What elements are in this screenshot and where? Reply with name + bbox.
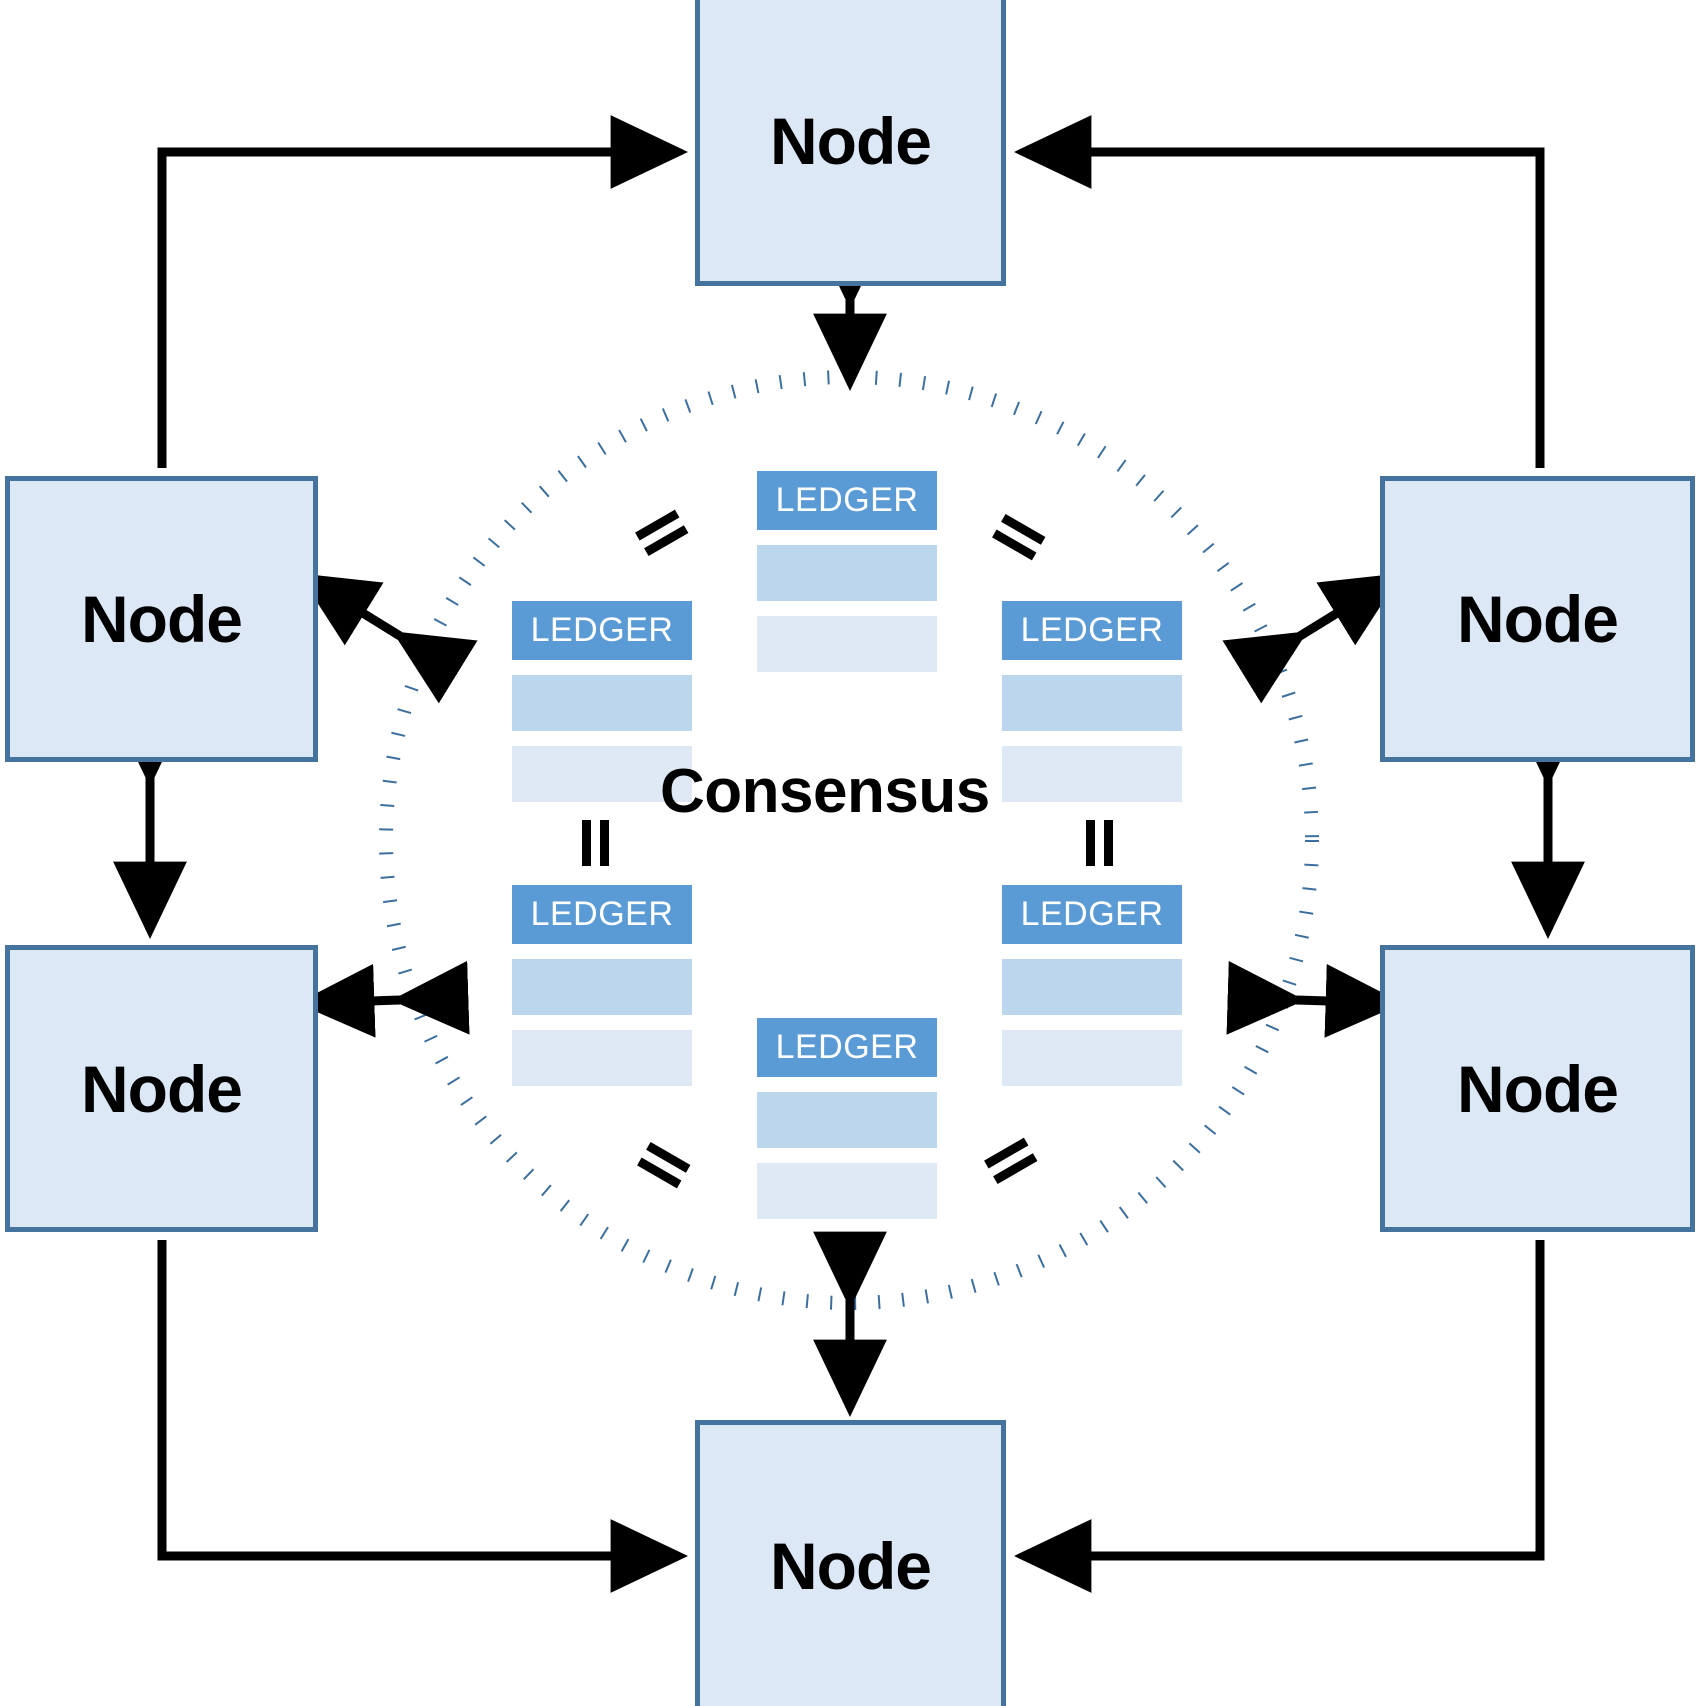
ledger-row-light bbox=[512, 746, 692, 802]
ledger-row-light bbox=[1002, 746, 1182, 802]
arrow-leftlower-node-to-consensus bbox=[297, 960, 470, 1038]
node-box-right-lower[interactable]: Node bbox=[1380, 945, 1695, 1232]
ledger-header-label: LEDGER bbox=[757, 1018, 937, 1077]
equals-mark-middle-right bbox=[1082, 820, 1122, 866]
ledger-header-label: LEDGER bbox=[512, 601, 692, 660]
equals-mark-bottom-right bbox=[982, 1134, 1042, 1192]
ledger-card-lower-right[interactable]: LEDGER bbox=[1002, 885, 1182, 1086]
ledger-row-light bbox=[512, 1030, 692, 1086]
node-label: Node bbox=[81, 1051, 243, 1126]
ledger-header-label: LEDGER bbox=[757, 471, 937, 530]
node-box-left-lower[interactable]: Node bbox=[5, 945, 318, 1232]
ledger-row-dark bbox=[512, 959, 692, 1015]
ledger-row-dark bbox=[757, 545, 937, 601]
ledger-row-dark bbox=[1002, 959, 1182, 1015]
ledger-header-label: LEDGER bbox=[1002, 885, 1182, 944]
ledger-card-top[interactable]: LEDGER bbox=[757, 471, 937, 672]
node-label: Node bbox=[81, 582, 243, 656]
node-label: Node bbox=[770, 1528, 932, 1603]
ledger-row-dark bbox=[512, 675, 692, 731]
ledger-row-light bbox=[757, 616, 937, 672]
ledger-card-upper-left[interactable]: LEDGER bbox=[512, 601, 692, 802]
ledger-row-light bbox=[757, 1163, 937, 1219]
node-box-right-upper[interactable]: Node bbox=[1380, 476, 1695, 762]
ledger-header-label: LEDGER bbox=[512, 885, 692, 944]
node-label: Node bbox=[770, 103, 932, 178]
arrow-leftupper-to-top bbox=[157, 115, 689, 468]
arrow-rightlower-to-bottom bbox=[1013, 1240, 1545, 1593]
equals-mark-top-right bbox=[990, 506, 1050, 564]
equals-mark-middle-left bbox=[578, 820, 618, 866]
node-label: Node bbox=[1457, 582, 1619, 656]
ledger-card-lower-left[interactable]: LEDGER bbox=[512, 885, 692, 1086]
ledger-row-light bbox=[1002, 1030, 1182, 1086]
equals-mark-top-left bbox=[633, 506, 693, 564]
node-box-top[interactable]: Node bbox=[695, 0, 1006, 286]
ledger-header-label: LEDGER bbox=[1002, 601, 1182, 660]
arrow-leftlower-to-bottom bbox=[157, 1240, 689, 1593]
ledger-card-upper-right[interactable]: LEDGER bbox=[1002, 601, 1182, 802]
ledger-row-dark bbox=[757, 1092, 937, 1148]
ledger-card-bottom[interactable]: LEDGER bbox=[757, 1018, 937, 1219]
consensus-label: Consensus bbox=[660, 757, 990, 826]
arrow-leftupper-node-to-consensus bbox=[298, 573, 478, 704]
ledger-row-dark bbox=[1002, 675, 1182, 731]
node-box-left-upper[interactable]: Node bbox=[5, 476, 318, 762]
arrow-rightupper-to-top bbox=[1013, 115, 1545, 468]
node-label: Node bbox=[1457, 1051, 1619, 1126]
equals-mark-bottom-left bbox=[635, 1134, 695, 1192]
node-box-bottom[interactable]: Node bbox=[695, 1420, 1006, 1706]
